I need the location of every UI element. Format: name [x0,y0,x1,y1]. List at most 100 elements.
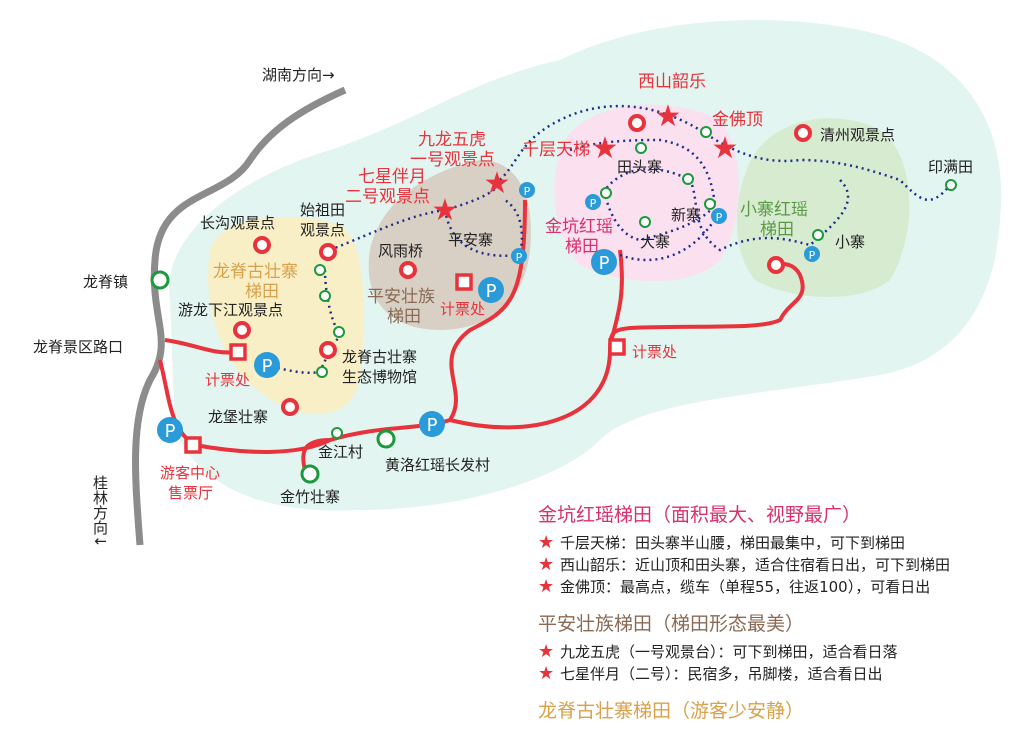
svg-text:P: P [524,185,531,198]
legend-text: 千层天梯：田头寨半山腰，梯田最集中，可下到梯田 [560,533,906,552]
star-icon: ★ [538,640,555,662]
parking-markers[interactable]: P P P P P P P P P P [157,182,820,443]
station-markers[interactable] [150,270,396,484]
star-icon: ★ [538,531,555,553]
label-jiulong: 九龙五虎 [418,130,486,150]
label-jiulong-2: 一号观景点 [410,150,495,170]
legend-item: ★ 千层天梯：田头寨半山腰，梯田最集中，可下到梯田 [538,531,1018,553]
svg-text:P: P [809,249,816,262]
area-longji-2: 梯田 [245,282,279,302]
xiaozhai-area [736,118,910,297]
ticket-booth-markers[interactable] [184,273,626,454]
legend: 金坑红瑶梯田（面积最大、视野最广） ★ 千层天梯：田头寨半山腰，梯田最集中，可下到… [538,500,1018,727]
label-yinman: 印满田 [928,158,973,176]
label-shizutian: 始祖田 [300,201,345,219]
label-jinfo: 金佛顶 [712,110,763,130]
star-icon[interactable]: ★ [655,99,682,134]
label-qixing: 七星伴月 [358,167,426,187]
label-pingan-village: 平安寨 [448,231,493,249]
viewpoint-markers[interactable] [233,114,812,416]
label-dazhai: 大寨 [640,233,670,251]
parking-icon[interactable]: P [157,417,183,443]
label-qixing-2: 二号观景点 [345,187,430,207]
legend-text: 七星伴月（二号）：民宿多，吊脚楼，适合看日出 [560,664,883,683]
direction-hunan: 湖南方向→ [262,66,335,84]
place-labels: 龙脊镇 龙脊景区路口 长沟观景点 始祖田 观景点 游龙下江观景点 计票处 龙脊古… [33,72,973,506]
legend-title: 平安壮族梯田（梯田形态最美） [538,613,805,635]
svg-text:P: P [486,281,497,302]
parking-icon[interactable]: P [585,194,601,210]
jinkeng-area [554,104,739,282]
label-ticket-1: 计票处 [205,371,250,389]
label-tiantou: 田头寨 [617,158,662,176]
parking-icon[interactable]: P [711,208,727,224]
label-jinjiang: 金江村 [318,443,363,461]
highway[interactable] [132,86,347,546]
area-labels: 龙脊古壮寨 梯田 平安壮族 梯田 金坑红瑶 梯田 小寨红瑶 梯田 [213,200,808,327]
label-museum: 龙脊古壮寨 [342,348,417,366]
svg-text:P: P [590,197,597,210]
star-icon: ★ [538,662,555,684]
svg-text:P: P [262,356,273,377]
star-icon[interactable]: ★ [712,131,739,166]
label-longji-town: 龙脊镇 [83,273,128,291]
area-pingan: 平安壮族 [367,287,435,307]
label-youlong: 游龙下江观景点 [178,301,283,319]
label-changgou: 长沟观景点 [200,214,275,232]
label-museum-2: 生态博物馆 [342,368,417,386]
area-longji: 龙脊古壮寨 [213,262,298,282]
parking-icon[interactable]: P [591,249,617,275]
label-xishan: 西山韶乐 [638,72,706,92]
area-pingan-2: 梯田 [387,307,421,327]
label-fengyu: 风雨桥 [378,242,423,260]
area-jinkeng-2: 梯田 [565,237,599,257]
legend-text: 西山韶乐：近山顶和田头寨，适合住宿看日出，可下到梯田 [560,555,951,574]
svg-text:P: P [599,253,610,274]
parking-icon[interactable]: P [478,277,504,303]
parking-icon[interactable]: P [254,352,280,378]
label-xinzhai: 新寨 [671,206,701,224]
legend-item: ★ 七星伴月（二号）：民宿多，吊脚楼，适合看日出 [538,662,1018,684]
label-huangluo: 黄洛红瑶长发村 [385,456,490,474]
label-jinzhu: 金竹壮寨 [280,488,340,506]
label-junction: 龙脊景区路口 [33,338,123,356]
legend-title-longji: 龙脊古壮寨梯田（游客少安静） [538,700,805,722]
parking-icon[interactable]: P [419,411,445,437]
label-qingzhou: 清州观景点 [820,126,895,144]
direction-guilin: 桂林方向↓ [91,475,109,548]
legend-item: ★ 金佛顶：最高点，缆车（单程55，往返100），可看日出 [538,575,1018,597]
legend-item: ★ 九龙五虎（一号观景台）：可下到梯田，适合看日落 [538,640,1018,662]
longji-area [208,217,364,415]
parking-icon[interactable]: P [511,248,527,264]
star-icon: ★ [538,575,555,597]
parking-icon[interactable]: P [804,246,820,262]
label-shizutian-2: 观景点 [300,221,345,239]
parking-icon[interactable]: P [519,182,535,198]
trail-stops[interactable] [314,126,957,439]
legend-text: 九龙五虎（一号观景台）：可下到梯田，适合看日落 [560,642,898,661]
label-visitor-center: 游客中心 [160,464,220,482]
star-icon[interactable]: ★ [592,131,619,166]
label-qianceng: 千层天梯 [522,140,590,160]
area-xiaozhai-2: 梯田 [760,220,794,240]
legend-group-jinkeng: 金坑红瑶梯田（面积最大、视野最广） ★ 千层天梯：田头寨半山腰，梯田最集中，可下到… [538,500,1018,597]
svg-text:P: P [716,211,723,224]
star-viewpoint-markers[interactable]: ★ ★ ★ ★ ★ [432,99,739,228]
svg-text:P: P [427,415,438,436]
legend-group-pingan: 平安壮族梯田（梯田形态最美） ★九龙五虎（一号观景台）：可下到梯田，适合看日落 … [538,609,1018,684]
legend-text: 金佛顶：最高点，缆车（单程55，往返100），可看日出 [560,577,931,596]
label-ticket-3: 计票处 [632,343,677,361]
area-jinkeng: 金坑红瑶 [545,217,613,237]
legend-item: ★ 西山韶乐：近山顶和田头寨，适合住宿看日出，可下到梯田 [538,553,1018,575]
label-longbao: 龙堡壮寨 [208,408,268,426]
label-ticket-2: 计票处 [440,300,485,318]
star-icon[interactable]: ★ [484,166,511,201]
star-icon: ★ [538,553,555,575]
label-visitor-center-2: 售票厅 [168,484,213,502]
label-xiaozhai: 小寨 [835,233,865,251]
legend-title: 金坑红瑶梯田（面积最大、视野最广） [538,504,862,526]
trails[interactable] [264,104,951,374]
area-xiaozhai: 小寨红瑶 [740,200,808,220]
star-icon[interactable]: ★ [432,193,459,228]
